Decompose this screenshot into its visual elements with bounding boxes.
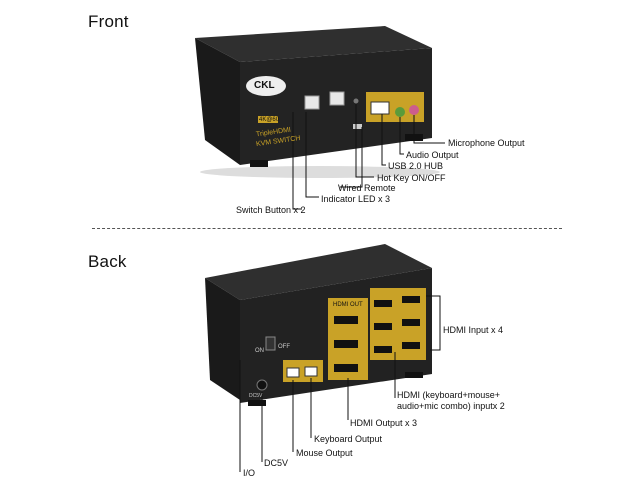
callout-hdmi-combo-1: HDMI (keyboard+mouse+ [397,390,501,400]
switch-button-2 [329,91,345,106]
back-section-title: Back [88,252,127,271]
callout-hdmi-combo-2: audio+mic combo) inputx 2 [397,401,505,411]
brand-logo [246,76,286,96]
callout-indicator-led: Indicator LED x 3 [321,194,391,204]
callout-io: I/O [243,468,256,478]
callout-wired-remote: Wired Remote [338,183,396,193]
back-off-label: OFF [278,344,290,350]
back-on-label: ON [255,348,264,354]
callout-hdmi-input: HDMI Input x 4 [443,325,504,335]
switch-button-1 [304,95,320,110]
callout-usb-hub: USB 2.0 HUB [388,161,444,171]
callout-keyboard-output: Keyboard Output [314,434,383,444]
callout-hdmi-output: HDMI Output x 3 [350,418,418,428]
front-model-badge: 4K@60 [259,117,280,123]
front-section-title: Front [88,12,129,31]
back-dc-label: DC5V [249,393,263,399]
callout-audio-output: Audio Output [406,150,459,160]
callout-hotkey: Hot Key ON/OFF [377,173,446,183]
callout-dc5v: DC5V [264,458,289,468]
callout-microphone-output: Microphone Output [448,138,525,148]
front-brand-logo-text: CKL [254,80,275,91]
front-device-illustration [195,26,445,210]
section-divider [92,228,562,229]
back-hdmi-out-label: HDMI OUT [333,302,363,308]
callout-switch-button: Switch Button x 2 [236,205,306,215]
callout-mouse-output: Mouse Output [296,448,353,458]
